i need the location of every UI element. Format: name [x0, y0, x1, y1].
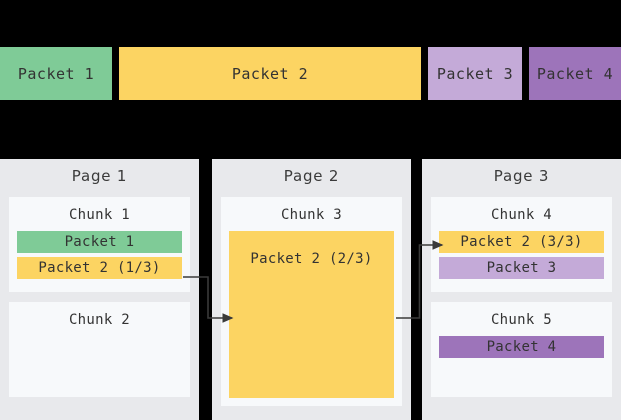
chunk-box: Chunk 3 Packet 2 (2/3): [221, 197, 402, 406]
chunk-stack: Chunk 4 Packet 2 (3/3) Packet 3 Chunk 5 Pack…: [431, 197, 612, 414]
chunk-title: Chunk 2: [68, 312, 131, 328]
chunk-title: Chunk 1: [68, 207, 131, 223]
chunk-box: Chunk 1 Packet 1 Packet 2 (1/3): [9, 197, 190, 292]
chunk-packet-bar: Packet 4: [439, 336, 604, 358]
chunk-packet-bar: Packet 2 (2/3): [229, 231, 394, 398]
chunk-stack: Chunk 1 Packet 1 Packet 2 (1/3) Chunk 2: [9, 197, 190, 414]
chunk-box: Chunk 4 Packet 2 (3/3) Packet 3: [431, 197, 612, 292]
stream-packet-1: Packet 1: [0, 47, 112, 100]
chunk-title: Chunk 3: [280, 207, 343, 223]
stream-packet-2: Packet 2: [119, 47, 421, 100]
stream-packet-label: Packet 3: [436, 64, 514, 83]
stream-packet-label: Packet 2: [231, 64, 309, 83]
stream-packet-label: Packet 1: [17, 64, 95, 83]
chunk-stack: Chunk 3 Packet 2 (2/3): [221, 197, 402, 414]
chunk-packet-label: Packet 2 (3/3): [460, 234, 583, 250]
chunk-packet-label: Packet 4: [486, 339, 557, 355]
page-title: Page 1: [71, 167, 128, 185]
page-title: Page 3: [493, 167, 550, 185]
chunk-packet-bar: Packet 2 (3/3): [439, 231, 604, 253]
chunk-packet-bar: Packet 2 (1/3): [17, 257, 182, 279]
stream-packet-label: Packet 4: [536, 64, 614, 83]
chunk-packet-label: Packet 2 (1/3): [38, 260, 161, 276]
chunk-packet-bar: Packet 1: [17, 231, 182, 253]
chunk-title: Chunk 4: [490, 207, 553, 223]
chunk-packet-label: Packet 1: [64, 234, 135, 250]
chunk-box: Chunk 2: [9, 302, 190, 397]
chunk-packet-bar: Packet 3: [439, 257, 604, 279]
stream-packet-3: Packet 3: [428, 47, 522, 100]
page-panel-2: Page 2 Chunk 3 Packet 2 (2/3): [212, 159, 411, 420]
page-title: Page 2: [283, 167, 340, 185]
chunk-packet-label: Packet 3: [486, 260, 557, 276]
chunk-packet-label: Packet 2 (2/3): [250, 251, 373, 267]
chunk-title: Chunk 5: [490, 312, 553, 328]
chunk-box: Chunk 5 Packet 4: [431, 302, 612, 397]
packet-stream: Packet 1 Packet 2 Packet 3 Packet 4: [0, 47, 621, 100]
stream-packet-4: Packet 4: [529, 47, 621, 100]
